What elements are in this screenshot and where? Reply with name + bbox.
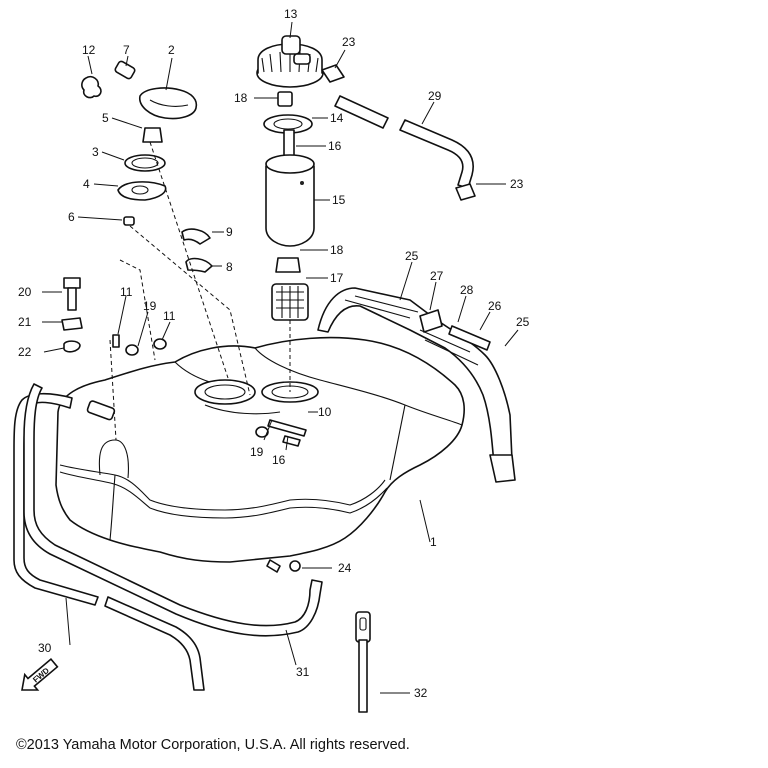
callout-8: 8 — [226, 260, 233, 274]
fuel-tank-exploded-diagram: 12 7 2 5 3 4 6 9 8 13 18 14 16 15 18 17 … — [13, 7, 530, 713]
callout-25: 25 — [405, 249, 419, 263]
callout-7: 7 — [123, 43, 130, 57]
callout-12: 12 — [82, 43, 96, 57]
callout-22: 22 — [18, 345, 32, 359]
tank-straps — [317, 287, 516, 483]
callout-20: 20 — [18, 285, 32, 299]
hoses — [13, 383, 323, 691]
callout-11: 11 — [120, 285, 133, 299]
small-parts — [61, 60, 491, 447]
callout-23: 23 — [342, 35, 356, 49]
callout-23-lower: 23 — [510, 177, 524, 191]
callout-17: 17 — [330, 271, 344, 285]
callout-25-right: 25 — [516, 315, 530, 329]
fuel-tank — [55, 336, 465, 573]
callout-26: 26 — [488, 299, 502, 313]
callout-32: 32 — [414, 686, 428, 700]
callout-28: 28 — [460, 283, 474, 297]
callout-19-lower: 19 — [250, 445, 264, 459]
callout-31: 31 — [296, 665, 310, 679]
callout-9: 9 — [226, 225, 233, 239]
callout-5: 5 — [102, 111, 109, 125]
callout-16: 16 — [328, 139, 342, 153]
callout-16-lower: 16 — [272, 453, 286, 467]
callout-11-right: 11 — [163, 309, 176, 323]
callout-1: 1 — [430, 535, 437, 549]
callout-4: 4 — [83, 177, 90, 191]
callout-18: 18 — [234, 91, 248, 105]
callout-labels: 12 7 2 5 3 4 6 9 8 13 18 14 16 15 18 17 … — [18, 7, 530, 700]
copyright-notice: ©2013 Yamaha Motor Corporation, U.S.A. A… — [16, 737, 410, 753]
callout-13: 13 — [284, 7, 298, 21]
fwd-arrow-icon: FWD — [21, 658, 59, 691]
callout-14: 14 — [330, 111, 344, 125]
fuel-gauge-strip — [355, 611, 371, 713]
callout-2: 2 — [168, 43, 175, 57]
callout-29: 29 — [428, 89, 442, 103]
callout-24: 24 — [338, 561, 352, 575]
callout-3: 3 — [92, 145, 99, 159]
callout-27: 27 — [430, 269, 444, 283]
callout-6: 6 — [68, 210, 75, 224]
callout-19: 19 — [143, 299, 157, 313]
callout-21: 21 — [18, 315, 32, 329]
vent-hose — [321, 64, 476, 201]
callout-15: 15 — [332, 193, 346, 207]
callout-30: 30 — [38, 641, 52, 655]
filler-cap-assembly — [256, 35, 324, 321]
callout-10: 10 — [318, 405, 332, 419]
callout-18-lower: 18 — [330, 243, 344, 257]
leader-lines — [42, 21, 519, 694]
